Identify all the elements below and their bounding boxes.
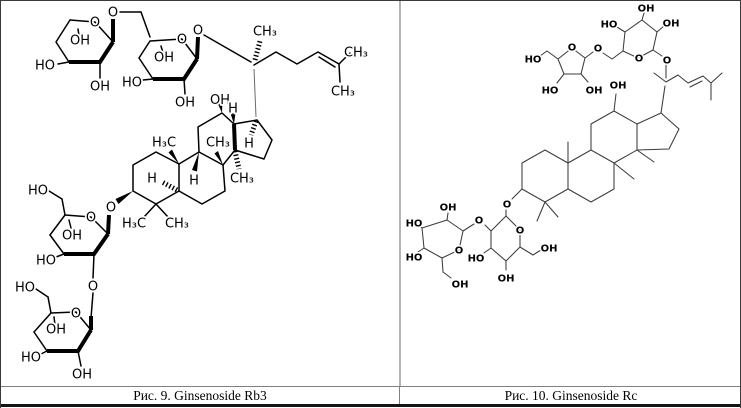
- ho-group-label: HO: [21, 351, 41, 366]
- o-atom-label: O: [503, 200, 512, 211]
- caption-rb3-text: Рис. 9. Ginsenoside Rb3: [133, 387, 267, 403]
- methyl-label: CH₃: [253, 25, 277, 40]
- o-atom-label: O: [90, 16, 100, 31]
- oh-group-label: OH: [586, 86, 603, 97]
- glucose-terminal-ring: O OH HO HO OH: [404, 201, 475, 292]
- methyl-label: CH₃: [331, 85, 355, 100]
- ho-group-label: HO: [406, 253, 423, 264]
- oh-group-label: OH: [452, 280, 469, 291]
- ho-group-label: HO: [601, 20, 618, 31]
- glucose-3-ring: O O HO OH OH: [466, 209, 559, 286]
- caption-row: Рис. 9. Ginsenoside Rb3 Рис. 10. Ginseno…: [1, 386, 740, 407]
- o-atom-label: O: [177, 33, 187, 48]
- caption-rc-text: Рис. 10. Ginsenoside Rc: [504, 387, 638, 403]
- methyl-label: CH₃: [206, 136, 230, 151]
- steroid-core: OH O: [501, 79, 680, 222]
- methyl-label: H₃C: [122, 217, 146, 232]
- ho-group-label: HO: [468, 254, 485, 265]
- o-atom-label: O: [106, 201, 116, 216]
- glucose-terminal-ring: HO O OH HO OH: [13, 279, 94, 384]
- ginsenoside-rb3-structure: O O OH HO OH O O OH HO OH: [13, 4, 370, 384]
- methyl-label: H₃C: [152, 136, 176, 151]
- arabinofuranose-ring: O O HO HO OH: [523, 41, 604, 98]
- glucose-20-ring: O O OH HO OH: [120, 22, 252, 112]
- ho-group-label: HO: [122, 76, 142, 91]
- o-atom-label: O: [475, 216, 484, 227]
- o-atom-label: O: [88, 280, 98, 295]
- oh-group-label: OH: [663, 19, 680, 30]
- h-atom-label: H: [228, 102, 238, 117]
- o-atom-label: O: [193, 24, 203, 39]
- glucose-20-ring: OH HO OH O O: [599, 2, 681, 79]
- o-atom-label: O: [86, 211, 96, 226]
- oh-group-label: OH: [498, 274, 515, 285]
- o-atom-label: O: [568, 43, 577, 54]
- ho-group-label: HO: [542, 86, 559, 97]
- side-chain: [653, 72, 723, 114]
- oh-group-label: OH: [62, 229, 82, 244]
- oh-group-label: OH: [541, 244, 558, 255]
- o-atom-label: O: [71, 307, 81, 322]
- structures-canvas: O O OH HO OH O O OH HO OH: [13, 1, 723, 386]
- oh-group-label: OH: [70, 34, 90, 49]
- ho-group-label: HO: [406, 219, 423, 230]
- methyl-label: CH₃: [344, 46, 368, 61]
- xylose-ring: O O OH HO OH: [33, 4, 151, 96]
- caption-rc: Рис. 10. Ginsenoside Rc: [400, 387, 740, 404]
- oh-group-label: OH: [72, 368, 92, 383]
- ho-group-label: HO: [35, 59, 55, 74]
- oh-group-label: OH: [46, 323, 66, 338]
- glucose-3-ring: HO O OH HO O: [26, 182, 111, 296]
- methyl-label: CH₃: [165, 217, 189, 232]
- ho-group-label: HO: [525, 55, 542, 66]
- h-atom-label: H: [244, 137, 254, 152]
- o-atom-label: O: [516, 226, 525, 237]
- oh-group-label: OH: [90, 80, 110, 95]
- ho-group-label: HO: [36, 254, 56, 269]
- h-atom-label: H: [147, 172, 157, 187]
- o-atom-label: O: [455, 246, 464, 257]
- o-atom-label: O: [635, 54, 644, 65]
- o-atom-label: O: [108, 6, 118, 21]
- oh-group-label: OH: [210, 93, 230, 108]
- h-atom-label: H: [189, 174, 199, 189]
- caption-rb3: Рис. 9. Ginsenoside Rb3: [1, 387, 400, 404]
- ho-group-label: HO: [28, 184, 48, 199]
- oh-group-label: OH: [175, 96, 195, 111]
- oh-group-label: OH: [154, 51, 174, 66]
- steroid-core: OH H H₃C CH₃ H H H CH₃ H₃C CH₃ O: [104, 91, 273, 233]
- oh-group-label: OH: [440, 203, 457, 214]
- oh-group-label: OH: [610, 81, 627, 92]
- o-atom-label: O: [594, 44, 603, 55]
- methyl-label: CH₃: [230, 172, 254, 187]
- oh-group-label: OH: [638, 4, 655, 15]
- side-chain: CH₃ CH₃ CH₃: [251, 23, 370, 118]
- ginsenoside-rc-structure: OH HO OH O O O O HO HO OH: [404, 2, 723, 292]
- ho-group-label: HO: [15, 281, 35, 296]
- o-atom-label: O: [663, 56, 672, 67]
